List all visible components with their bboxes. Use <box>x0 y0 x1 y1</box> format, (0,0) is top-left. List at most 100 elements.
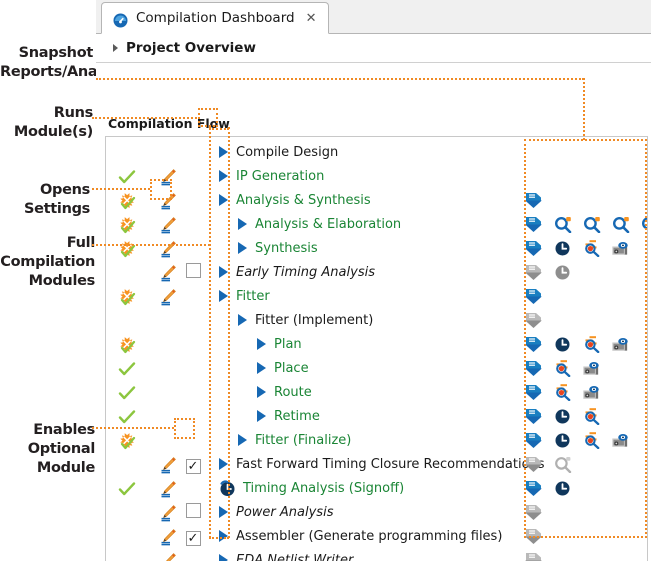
run-module-play-icon[interactable] <box>238 434 247 446</box>
analysis-search-icon[interactable] <box>582 335 601 353</box>
snapshot-camera-icon[interactable] <box>611 240 630 257</box>
run-module-play-icon[interactable] <box>219 146 228 158</box>
tree-row[interactable]: Compile Design <box>106 140 647 164</box>
run-module-play-icon[interactable] <box>238 218 247 230</box>
tree-row[interactable]: Route <box>106 380 647 404</box>
tree-row[interactable]: Fast Forward Timing Closure Recommendati… <box>106 452 647 476</box>
run-module-play-icon[interactable] <box>257 338 266 350</box>
timing-clock-icon[interactable] <box>553 240 572 257</box>
report-download-icon[interactable] <box>524 287 543 305</box>
tab-compilation-dashboard[interactable]: Compilation Dashboard ✕ <box>101 2 330 34</box>
timing-clock-icon[interactable] <box>553 408 572 425</box>
report-download-icon[interactable] <box>524 407 543 425</box>
run-module-play-icon[interactable] <box>219 170 228 182</box>
tree-row-label-cell[interactable]: Assembler (Generate programming files) <box>219 529 502 544</box>
report-download-icon[interactable] <box>524 479 543 497</box>
search-report-icon[interactable] <box>553 216 572 233</box>
run-module-play-icon[interactable] <box>219 554 228 561</box>
snapshot-camera-icon[interactable] <box>582 360 601 377</box>
run-module-play-icon[interactable] <box>238 314 247 326</box>
analysis-search-icon[interactable] <box>582 407 601 425</box>
tree-row[interactable]: Early Timing Analysis <box>106 260 647 284</box>
run-module-play-icon[interactable] <box>219 290 228 302</box>
snapshot-camera-icon[interactable] <box>611 336 630 353</box>
report-download-icon[interactable] <box>524 215 543 233</box>
tree-row[interactable]: Fitter (Finalize) <box>106 428 647 452</box>
tree-row-label-cell[interactable]: Analysis & Synthesis <box>219 193 371 208</box>
tree-row-label-cell[interactable]: Fast Forward Timing Closure Recommendati… <box>219 457 545 472</box>
report-download-disabled-icon[interactable] <box>524 527 543 545</box>
edit-settings-pencil-icon[interactable] <box>155 214 181 234</box>
analysis-search-icon[interactable] <box>582 239 601 257</box>
tree-row-label-cell[interactable]: Retime <box>257 409 320 424</box>
tree-row[interactable]: Assembler (Generate programming files) <box>106 524 647 548</box>
tree-row[interactable]: Fitter <box>106 284 647 308</box>
edit-settings-pencil-icon[interactable] <box>155 166 181 186</box>
chevron-right-icon[interactable] <box>113 44 118 52</box>
search-report-disabled-icon[interactable] <box>553 456 572 473</box>
report-download-icon[interactable] <box>524 359 543 377</box>
run-module-play-icon[interactable] <box>238 242 247 254</box>
tree-row[interactable]: Timing Analysis (Signoff) <box>106 476 647 500</box>
analysis-search-icon[interactable] <box>582 431 601 449</box>
tree-row-label-cell[interactable]: Place <box>257 361 309 376</box>
report-download-icon[interactable] <box>524 383 543 401</box>
tree-row-label-cell[interactable]: Power Analysis <box>219 505 333 520</box>
tree-row-label-cell[interactable]: Fitter <box>219 289 270 304</box>
report-download-icon[interactable] <box>524 239 543 257</box>
report-download-disabled-icon[interactable] <box>524 311 543 329</box>
search-report-icon[interactable] <box>640 216 647 233</box>
report-download-icon[interactable] <box>524 191 543 209</box>
run-module-play-icon[interactable] <box>219 266 228 278</box>
run-module-play-icon[interactable] <box>257 362 266 374</box>
tree-row-label-cell[interactable]: Analysis & Elaboration <box>238 217 401 232</box>
edit-settings-pencil-icon[interactable] <box>155 190 181 210</box>
timing-clock-icon[interactable] <box>553 480 572 497</box>
analysis-search-icon[interactable] <box>553 383 572 401</box>
close-icon[interactable]: ✕ <box>305 10 317 26</box>
tree-row[interactable]: Power Analysis <box>106 500 647 524</box>
timing-clock-icon[interactable] <box>553 432 572 449</box>
tree-row[interactable]: Analysis & Synthesis <box>106 188 647 212</box>
search-report-icon[interactable] <box>582 216 601 233</box>
tree-row[interactable]: Plan <box>106 332 647 356</box>
edit-settings-pencil-icon[interactable] <box>155 454 181 474</box>
report-download-disabled-icon[interactable] <box>524 551 543 561</box>
tree-row[interactable]: IP Generation <box>106 164 647 188</box>
tree-row[interactable]: EDA Netlist Writer <box>106 548 647 561</box>
tree-row-label-cell[interactable]: EDA Netlist Writer <box>219 553 353 561</box>
tree-row-label-cell[interactable]: Synthesis <box>238 241 318 256</box>
tree-row-label-cell[interactable]: Route <box>257 385 312 400</box>
report-download-disabled-icon[interactable] <box>524 263 543 281</box>
tree-row-label-cell[interactable]: Timing Analysis (Signoff) <box>219 479 404 497</box>
tree-row[interactable]: Place <box>106 356 647 380</box>
edit-settings-pencil-icon[interactable] <box>155 478 181 498</box>
tree-row[interactable]: Synthesis <box>106 236 647 260</box>
analysis-search-icon[interactable] <box>553 359 572 377</box>
run-module-play-icon[interactable] <box>257 386 266 398</box>
edit-settings-pencil-icon[interactable] <box>155 286 181 306</box>
run-module-play-icon[interactable] <box>219 506 228 518</box>
edit-settings-pencil-icon[interactable] <box>155 238 181 258</box>
enable-module-checkbox[interactable] <box>180 455 206 474</box>
tree-row-label-cell[interactable]: Early Timing Analysis <box>219 265 375 280</box>
tree-row[interactable]: Fitter (Implement) <box>106 308 647 332</box>
tree-row[interactable]: Retime <box>106 404 647 428</box>
enable-module-checkbox[interactable] <box>180 502 206 522</box>
edit-settings-pencil-icon[interactable] <box>155 502 181 522</box>
tree-row-label-cell[interactable]: Fitter (Implement) <box>238 313 373 328</box>
report-download-icon[interactable] <box>524 431 543 449</box>
tree-row-label-cell[interactable]: IP Generation <box>219 169 324 184</box>
timing-clock-icon[interactable] <box>553 336 572 353</box>
tree-row-label-cell[interactable]: Fitter (Finalize) <box>238 433 351 448</box>
edit-settings-pencil-icon[interactable] <box>155 262 181 282</box>
edit-settings-pencil-icon[interactable] <box>155 550 181 561</box>
snapshot-camera-icon[interactable] <box>611 432 630 449</box>
run-module-play-icon[interactable] <box>219 194 228 206</box>
tree-row-label-cell[interactable]: Plan <box>257 337 302 352</box>
project-overview-section-header[interactable]: Project Overview <box>96 34 651 63</box>
run-module-play-icon[interactable] <box>257 410 266 422</box>
edit-settings-pencil-icon[interactable] <box>155 526 181 546</box>
search-report-icon[interactable] <box>611 216 630 233</box>
